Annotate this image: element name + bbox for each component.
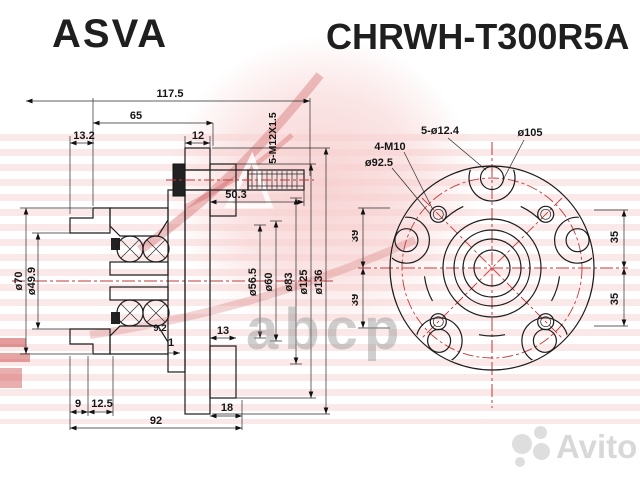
dim-bore-dia: ø49.9 <box>26 267 38 295</box>
avito-logo-dot <box>512 434 532 454</box>
hub-body-section <box>69 147 314 415</box>
dim-step-9: 9 <box>75 398 81 410</box>
dim-pilot-width: 13 <box>217 325 229 337</box>
brand-logo-text: ASVA <box>52 12 169 56</box>
swoosh-curve <box>183 133 294 210</box>
diag-centerline <box>421 197 563 339</box>
cross-section-drawing: 117.5 65 13.2 12 50.3 5-M12X1.5 ø70 ø49.… <box>12 88 334 431</box>
dim-right-top: 35 <box>609 231 621 243</box>
avito-watermark-text: Avito <box>556 428 638 465</box>
abcp-watermark: abcp <box>246 297 406 362</box>
label-stud-holes: 5-ø12.4 <box>421 125 460 137</box>
wheel-stud <box>166 163 314 197</box>
dim-chamfer: 1 <box>168 337 174 349</box>
dim-mount-width: 92 <box>150 415 162 427</box>
stud-thread-spec: 5-M12X1.5 <box>267 112 279 164</box>
flame-a-glyph <box>223 151 274 209</box>
red-edge-bar <box>0 368 22 388</box>
swoosh-curve <box>89 236 417 339</box>
stud-pcd-circle <box>401 177 583 359</box>
red-edge-bar <box>0 338 26 347</box>
dim-right-bottom: 35 <box>609 293 621 305</box>
stud-holes <box>394 165 590 353</box>
dimension-annotations: 117.5 65 13.2 12 50.3 5-M12X1.5 ø70 ø49.… <box>13 88 330 431</box>
dim-flange-thickness: 12 <box>192 130 204 142</box>
part-number: CHRWH-T300R5A <box>326 16 630 57</box>
red-edge-bar <box>0 353 30 362</box>
dim-left-bottom: 39 <box>352 294 361 306</box>
dim-dia-60: ø60 <box>263 273 275 292</box>
avito-watermark: Avito <box>512 426 640 478</box>
diag-centerline <box>421 197 563 339</box>
front-view-drawing: 5-ø12.4 ø105 4-M10 ø92.5 39 39 35 35 <box>352 125 628 408</box>
avito-logo-dot <box>534 426 547 439</box>
dim-dia-83: ø83 <box>283 273 295 292</box>
seal-block <box>111 238 120 250</box>
dim-dia-56-5: ø56.5 <box>247 268 259 296</box>
dim-dia-136: ø136 <box>313 269 325 294</box>
center-bore-circles <box>442 218 542 318</box>
dim-hub-width: 65 <box>130 110 142 122</box>
dim-offset-left: 13.2 <box>73 130 94 142</box>
dim-step-12-5: 12.5 <box>91 398 112 410</box>
dim-total-width: 117.5 <box>157 88 184 100</box>
front-view-dimensions: 39 39 35 35 <box>352 207 628 329</box>
label-thread-holes: 4-M10 <box>374 141 405 153</box>
front-view-labels: 5-ø12.4 ø105 4-M10 ø92.5 <box>365 125 543 216</box>
label-stud-pcd: ø105 <box>517 127 542 139</box>
dim-outer-dia: ø70 <box>13 272 25 291</box>
avito-logo-dot <box>533 443 550 460</box>
avito-logo-dot <box>515 457 525 467</box>
dim-stud-length: 50.3 <box>225 189 246 201</box>
dim-pilot-height: 18 <box>221 402 233 414</box>
dim-seal-width: 9.2 <box>153 323 166 334</box>
dim-dia-125: ø125 <box>298 269 310 294</box>
bearing-balls <box>116 235 170 327</box>
label-thread-pcd: ø92.5 <box>365 157 393 169</box>
seal-block <box>111 312 120 324</box>
dim-left-top: 39 <box>352 230 361 242</box>
